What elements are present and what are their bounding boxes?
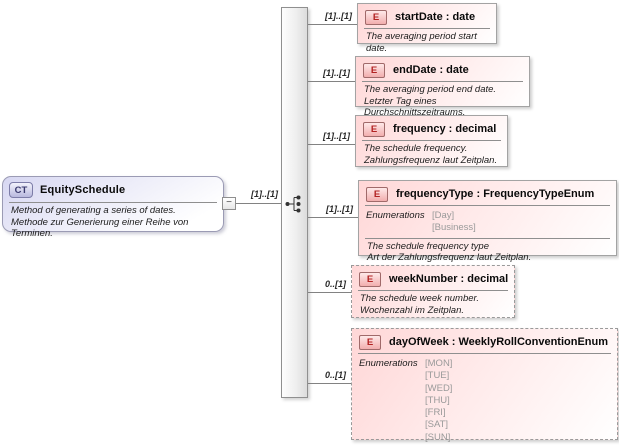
enumeration-value: [FRI]	[425, 407, 446, 419]
element-title: weekNumber : decimal	[389, 273, 509, 285]
connector-line	[308, 144, 355, 145]
complex-type-equityschedule[interactable]: CT EquitySchedule Method of generating a…	[2, 176, 224, 239]
element-dayofweek[interactable]: E dayOfWeek : WeeklyRollConventionEnum E…	[351, 328, 618, 443]
enumeration-value: [Day]	[432, 210, 455, 221]
multiplicity-label: [1]..[1]	[326, 204, 353, 214]
element-enddate[interactable]: E endDate : date The averaging period en…	[355, 56, 530, 118]
divider	[358, 353, 611, 354]
element-icon: E	[359, 334, 381, 350]
element-icon: E	[365, 9, 387, 25]
multiplicity-label: [1]..[1]	[325, 11, 352, 21]
complex-type-doc-line: Methode zur Generierung einer Reihe von …	[11, 216, 189, 240]
element-doc-line: Wochenzahl im Zeitplan.	[360, 304, 465, 316]
divider	[365, 237, 610, 239]
element-icon: E	[363, 121, 385, 137]
element-doc-line: Zahlungsfrequenz laut Zeitplan.	[364, 154, 498, 166]
element-doc-line: Art der Zahlungsfrequenz laut Zeitplan.	[367, 252, 532, 264]
sequence-icon	[285, 195, 301, 213]
element-icon: E	[359, 271, 381, 287]
complex-type-header: CT EquitySchedule	[3, 177, 223, 201]
element-weeknumber[interactable]: E weekNumber : decimal The schedule week…	[351, 265, 515, 318]
enumeration-value: [MON]	[425, 358, 453, 369]
enumeration-value: [THU]	[425, 394, 450, 406]
element-icon: E	[366, 186, 388, 202]
element-doc-line: The averaging period end date.	[364, 84, 497, 95]
complex-type-icon: CT	[9, 182, 33, 198]
connector-line	[308, 217, 358, 218]
element-title: startDate : date	[395, 11, 476, 23]
divider	[362, 81, 523, 82]
enumerations-label: Enumerations	[366, 210, 425, 221]
complex-type-title: EquitySchedule	[40, 184, 126, 196]
connector-line	[308, 24, 357, 25]
connector-line	[308, 81, 355, 82]
divider	[9, 202, 217, 203]
enumeration-value: [WED]	[425, 382, 453, 394]
enumeration-value: [TUE]	[425, 370, 450, 382]
connector-line	[236, 203, 281, 204]
element-title: dayOfWeek : WeeklyRollConventionEnum	[389, 336, 609, 348]
element-title: frequency : decimal	[393, 123, 497, 135]
element-title: frequencyType : FrequencyTypeEnum	[396, 188, 595, 200]
enumeration-value: [SUN]	[425, 431, 451, 443]
element-startdate[interactable]: E startDate : date The averaging period …	[357, 3, 497, 54]
element-doc-line: The schedule frequency type	[367, 240, 489, 252]
complex-type-doc-line: Method of generating a series of dates.	[11, 205, 176, 216]
element-frequency[interactable]: E frequency : decimal The schedule frequ…	[355, 115, 508, 167]
element-doc-line: The schedule frequency.	[364, 143, 468, 154]
multiplicity-label: 0..[1]	[324, 370, 346, 380]
element-doc-line: The averaging period start date.	[366, 31, 477, 54]
collapse-toggle[interactable]: −	[222, 197, 236, 210]
connector-line	[308, 383, 351, 384]
divider	[364, 28, 490, 29]
element-icon: E	[363, 62, 385, 78]
element-title: endDate : date	[393, 64, 469, 76]
enumeration-value: [SAT]	[425, 419, 449, 431]
divider	[365, 205, 610, 206]
element-doc-line: The schedule week number.	[360, 293, 479, 304]
multiplicity-label: [1]..[1]	[323, 131, 350, 141]
connector-line	[308, 292, 351, 293]
divider	[362, 140, 501, 141]
element-frequencytype[interactable]: E frequencyType : FrequencyTypeEnum Enum…	[358, 180, 617, 263]
element-doc-line: Letzter Tag eines Durchschnittszeitraums…	[364, 95, 466, 119]
divider	[358, 290, 508, 291]
multiplicity-label: 0..[1]	[324, 279, 346, 289]
enumerations-label: Enumerations	[359, 358, 418, 369]
enumeration-value: [Business]	[432, 222, 476, 234]
multiplicity-label: [1]..[1]	[251, 189, 278, 199]
multiplicity-label: [1]..[1]	[323, 68, 350, 78]
